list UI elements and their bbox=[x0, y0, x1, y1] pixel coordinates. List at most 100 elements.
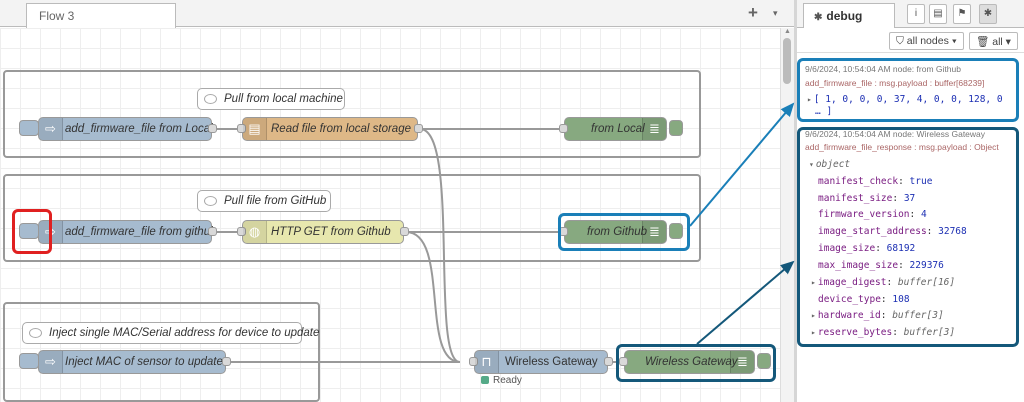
message-topic: add_firmware_file_response : msg.payload… bbox=[805, 142, 999, 152]
arrow-right-icon: ⇨ bbox=[39, 118, 63, 140]
node-gateway[interactable]: ⊓ Wireless Gateway bbox=[469, 350, 613, 374]
node-label: add_firmware_file from Local bbox=[65, 123, 213, 135]
sidebar-splitter[interactable] bbox=[794, 0, 797, 402]
debug-message-gateway: 9/6/2024, 10:54:04 AM node: Wireless Gat… bbox=[797, 127, 1024, 349]
node-inject-local[interactable]: ⇨ add_firmware_file from Local bbox=[38, 117, 217, 141]
input-port[interactable] bbox=[237, 227, 246, 236]
comment-pull-github[interactable]: Pull file from GitHub bbox=[197, 190, 331, 212]
field-value: buffer[16] bbox=[897, 277, 956, 288]
field-key: image_digest bbox=[817, 277, 887, 288]
list-icon: ≣ bbox=[642, 221, 666, 243]
highlight-debug-github bbox=[558, 213, 690, 251]
debug-local-toggle[interactable] bbox=[669, 120, 683, 136]
field-value: 108 bbox=[892, 294, 910, 305]
highlight-message-gateway bbox=[797, 127, 1019, 347]
info-icon[interactable]: i bbox=[907, 4, 925, 24]
message-meta: 9/6/2024, 10:54:04 AM node: from Github bbox=[805, 64, 961, 74]
output-port[interactable] bbox=[222, 357, 231, 366]
tab-debug[interactable]: ✱debug bbox=[803, 3, 895, 28]
node-label: add_firmware_file from github bbox=[65, 226, 217, 238]
node-debug-local[interactable]: from Local ≣ bbox=[559, 117, 667, 141]
node-label: Wireless Gateway bbox=[645, 356, 738, 368]
input-port[interactable] bbox=[237, 124, 246, 133]
scrollbar-thumb[interactable] bbox=[783, 38, 791, 84]
node-read-file[interactable]: ▤ Read file from local storage bbox=[237, 117, 423, 141]
message-payload-line1[interactable]: ▸[ 1, 0, 0, 0, 37, 4, 0, 0, 128, 0 bbox=[807, 94, 1003, 105]
group-local[interactable] bbox=[3, 70, 701, 158]
filter-nodes-button[interactable]: ⛉ all nodes ▾ bbox=[889, 32, 964, 50]
comment-inject-mac[interactable]: Inject single MAC/Serial address for dev… bbox=[22, 322, 319, 344]
add-flow-icon[interactable]: + bbox=[748, 3, 758, 22]
book-icon[interactable]: ▤ bbox=[929, 4, 947, 24]
comment-pull-local[interactable]: Pull from local machine bbox=[197, 88, 345, 110]
field-image-size: image_size: 68192 bbox=[818, 243, 916, 254]
output-port[interactable] bbox=[208, 227, 217, 236]
highlight-message-github bbox=[797, 58, 1019, 122]
output-port[interactable] bbox=[208, 124, 217, 133]
bug-icon[interactable]: ✱ bbox=[979, 4, 997, 24]
clear-all-button[interactable]: 🗑 all ▾ bbox=[969, 32, 1018, 50]
field-value: 32768 bbox=[938, 226, 967, 237]
field-value: 68192 bbox=[886, 243, 916, 254]
node-label: Read file from local storage bbox=[271, 123, 411, 135]
output-port[interactable] bbox=[604, 357, 613, 366]
input-port[interactable] bbox=[619, 357, 628, 366]
gateway-status-text: Ready bbox=[493, 375, 522, 386]
bug-icon: ✱ bbox=[814, 12, 823, 23]
caret-right-icon[interactable]: ▸ bbox=[811, 278, 816, 287]
field-key: image_size bbox=[818, 243, 876, 254]
comment-label: Inject single MAC/Serial address for dev… bbox=[49, 327, 320, 339]
field-image-digest[interactable]: ▸image_digest: buffer[16] bbox=[811, 277, 956, 288]
object-root[interactable]: ▾object bbox=[809, 159, 850, 170]
output-port[interactable] bbox=[400, 227, 409, 236]
field-manifest-size: manifest_size: 37 bbox=[818, 193, 916, 204]
inject-mac-button[interactable] bbox=[19, 353, 39, 369]
node-inject-mac[interactable]: ⇨ Inject MAC of sensor to update bbox=[38, 350, 231, 374]
comment-icon bbox=[204, 94, 217, 104]
field-value: buffer[3] bbox=[903, 327, 956, 338]
wires-layer bbox=[215, 127, 622, 363]
debug-gateway-toggle[interactable] bbox=[757, 353, 771, 369]
group-mac[interactable] bbox=[3, 302, 320, 402]
inject-local-button[interactable] bbox=[19, 120, 39, 136]
flow-tab-bar: Flow 3 + ▾ bbox=[0, 0, 794, 28]
tab-flow-3[interactable]: Flow 3 bbox=[26, 3, 176, 28]
workspace-scrollbar[interactable]: ▲ bbox=[780, 28, 794, 402]
field-value: 229376 bbox=[909, 260, 944, 271]
node-inject-github[interactable]: ⇨ add_firmware_file from github bbox=[38, 220, 217, 244]
caret-right-icon[interactable]: ▸ bbox=[807, 95, 812, 104]
globe-icon: ◍ bbox=[243, 221, 267, 243]
field-firmware-version: firmware_version: 4 bbox=[818, 209, 927, 220]
arrow-right-icon: ⇨ bbox=[39, 351, 63, 373]
node-debug-github[interactable]: from Github ≣ bbox=[559, 220, 667, 244]
flag-icon[interactable]: ⚑ bbox=[953, 4, 971, 24]
message-meta: 9/6/2024, 10:54:04 AM node: Wireless Gat… bbox=[805, 129, 986, 139]
object-label: object bbox=[815, 159, 851, 170]
caret-down-icon[interactable]: ▾ bbox=[809, 160, 814, 169]
field-key: firmware_version bbox=[818, 209, 910, 220]
node-http-get[interactable]: ◍ HTTP GET from Github bbox=[237, 220, 409, 244]
debug-github-toggle[interactable] bbox=[669, 223, 683, 239]
node-label: from Github bbox=[587, 226, 648, 238]
input-port[interactable] bbox=[559, 124, 568, 133]
output-port[interactable] bbox=[414, 124, 423, 133]
scroll-up-icon[interactable]: ▲ bbox=[784, 28, 791, 35]
field-reserve-bytes[interactable]: ▸reserve_bytes: buffer[3] bbox=[811, 327, 956, 338]
comment-label: Pull from local machine bbox=[224, 93, 343, 105]
highlight-debug-gateway bbox=[616, 344, 776, 382]
debug-sidebar: ✱debug i ▤ ⚑ ✱ ⛉ all nodes ▾ 🗑 all ▾ 9/6… bbox=[797, 0, 1024, 402]
field-image-start-address: image_start_address: 32768 bbox=[818, 226, 967, 237]
caret-right-icon[interactable]: ▸ bbox=[811, 311, 816, 320]
tab-debug-label: debug bbox=[826, 9, 863, 23]
flow-workspace[interactable]: Pull from local machine Pull file from G… bbox=[0, 28, 780, 402]
message-topic: add_firmware_file : msg.payload : buffer… bbox=[805, 78, 985, 88]
field-max-image-size: max_image_size: 229376 bbox=[818, 260, 944, 271]
filter-nodes-label: all nodes bbox=[906, 35, 949, 47]
input-port[interactable] bbox=[469, 357, 478, 366]
field-value: 4 bbox=[920, 209, 927, 220]
field-hardware-id[interactable]: ▸hardware_id: buffer[3] bbox=[811, 310, 944, 321]
flow-list-menu-icon[interactable]: ▾ bbox=[773, 8, 778, 18]
node-debug-gateway[interactable]: Wireless Gateway ≣ bbox=[619, 350, 755, 374]
caret-right-icon[interactable]: ▸ bbox=[811, 328, 816, 337]
field-key: device_type bbox=[818, 294, 881, 305]
